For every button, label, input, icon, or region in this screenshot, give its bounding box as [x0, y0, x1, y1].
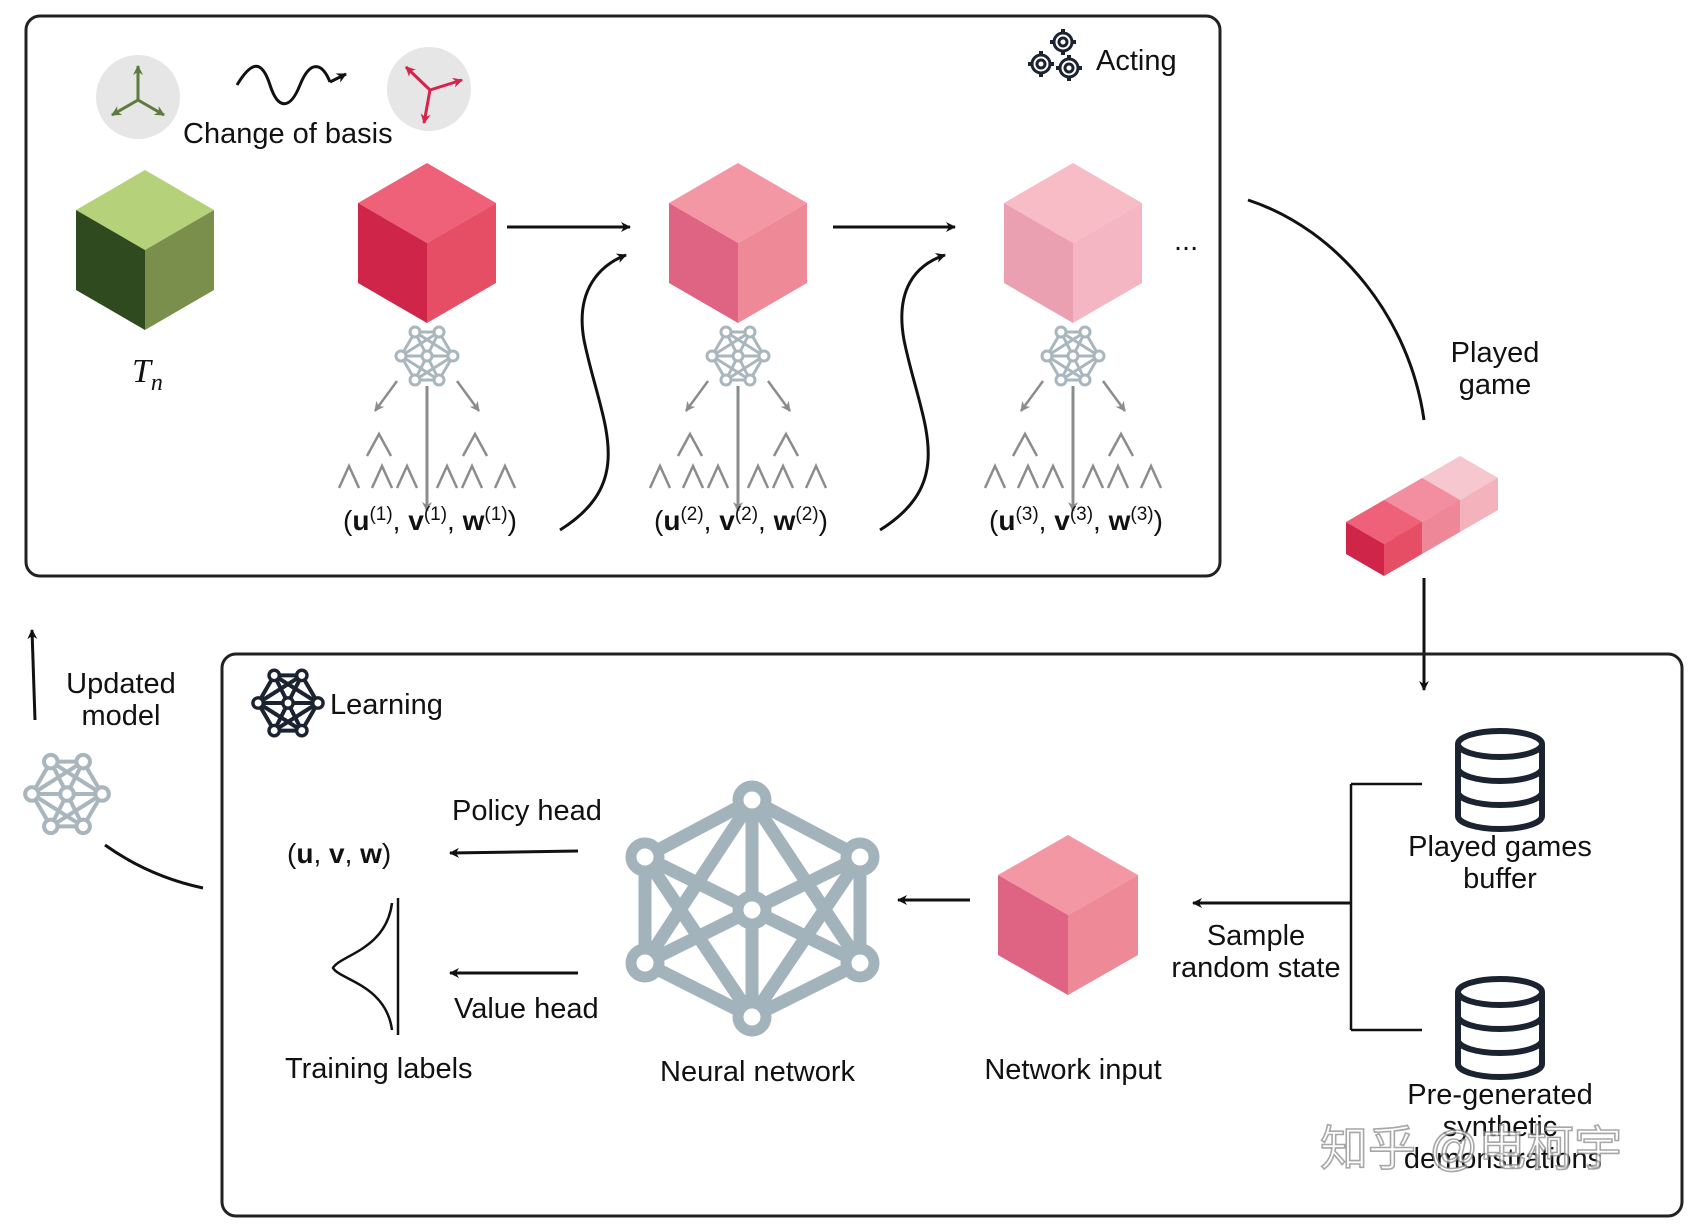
- played-game-label-2: game: [1459, 369, 1532, 401]
- training-labels-label: Training labels: [285, 1053, 473, 1085]
- squiggle-arrow-icon: [235, 64, 332, 106]
- pregenerated-label-2: synthetic: [1443, 1111, 1557, 1143]
- sample-label-2: random state: [1171, 952, 1340, 984]
- tensor-cube-green: [76, 170, 214, 330]
- played-games-buffer-label-2: buffer: [1463, 863, 1537, 895]
- search-tree-1: [339, 327, 515, 511]
- tensor-label: Tn: [132, 353, 163, 396]
- value-distribution-icon: [331, 902, 394, 1031]
- learning-to-model-curve: [104, 843, 204, 890]
- basis-green-icon: [96, 55, 180, 139]
- pregenerated-label-3: demonstrations: [1404, 1143, 1602, 1175]
- updated-model-label-1: Updated: [66, 668, 176, 700]
- acting-panel: [24, 14, 1222, 578]
- updated-model-arrow: [27, 629, 38, 721]
- value-head-label: Value head: [454, 993, 599, 1025]
- state-cube-3: [1004, 163, 1142, 323]
- learning-title: Learning: [330, 689, 443, 721]
- state-cube-1: [358, 163, 496, 323]
- action-tuple-3: (u(3), v(3), w(3)): [989, 504, 1163, 536]
- action-tuple-1: (u(1), v(1), w(1)): [343, 504, 517, 536]
- synthetic-demonstrations-database-icon: [1458, 979, 1542, 1077]
- played-game-cubes: [1346, 456, 1498, 576]
- neural-network-label: Neural network: [660, 1056, 856, 1088]
- updated-model-label-2: model: [82, 700, 161, 732]
- pregenerated-label-1: Pre-generated: [1407, 1079, 1592, 1111]
- network-input-label: Network input: [984, 1054, 1161, 1086]
- gears-icon: [1028, 29, 1082, 81]
- change-of-basis-label: Change of basis: [183, 118, 393, 150]
- action-tuple-2: (u(2), v(2), w(2)): [654, 504, 828, 536]
- policy-head-label: Policy head: [452, 795, 602, 827]
- training-tuple: (u, v, w): [287, 838, 391, 869]
- network-input-cube: [998, 835, 1138, 995]
- neural-network-icon: [625, 780, 880, 1037]
- played-game-curve: [1247, 198, 1426, 421]
- curve-arrow-2: [879, 253, 946, 532]
- curve-arrow-1: [559, 253, 627, 532]
- learning-panel: [220, 652, 1684, 1218]
- search-tree-2: [650, 327, 826, 511]
- state-cube-2: [669, 163, 807, 323]
- search-tree-3: [985, 327, 1161, 511]
- played-games-database-icon: [1458, 731, 1542, 829]
- updated-model-network-icon: [25, 755, 109, 833]
- acting-title: Acting: [1096, 45, 1177, 77]
- played-games-buffer-label-1: Played games: [1408, 831, 1592, 863]
- learning-network-icon: [251, 668, 325, 738]
- policy-head-arrow: [449, 847, 579, 858]
- sample-bracket: [1349, 782, 1422, 1032]
- sample-label-1: Sample: [1207, 920, 1305, 952]
- basis-red-icon: [387, 47, 471, 131]
- watermark: 知乎 @电柯宇: [1320, 1123, 1622, 1176]
- ellipsis: ...: [1174, 225, 1198, 257]
- played-game-label-1: Played: [1451, 337, 1540, 369]
